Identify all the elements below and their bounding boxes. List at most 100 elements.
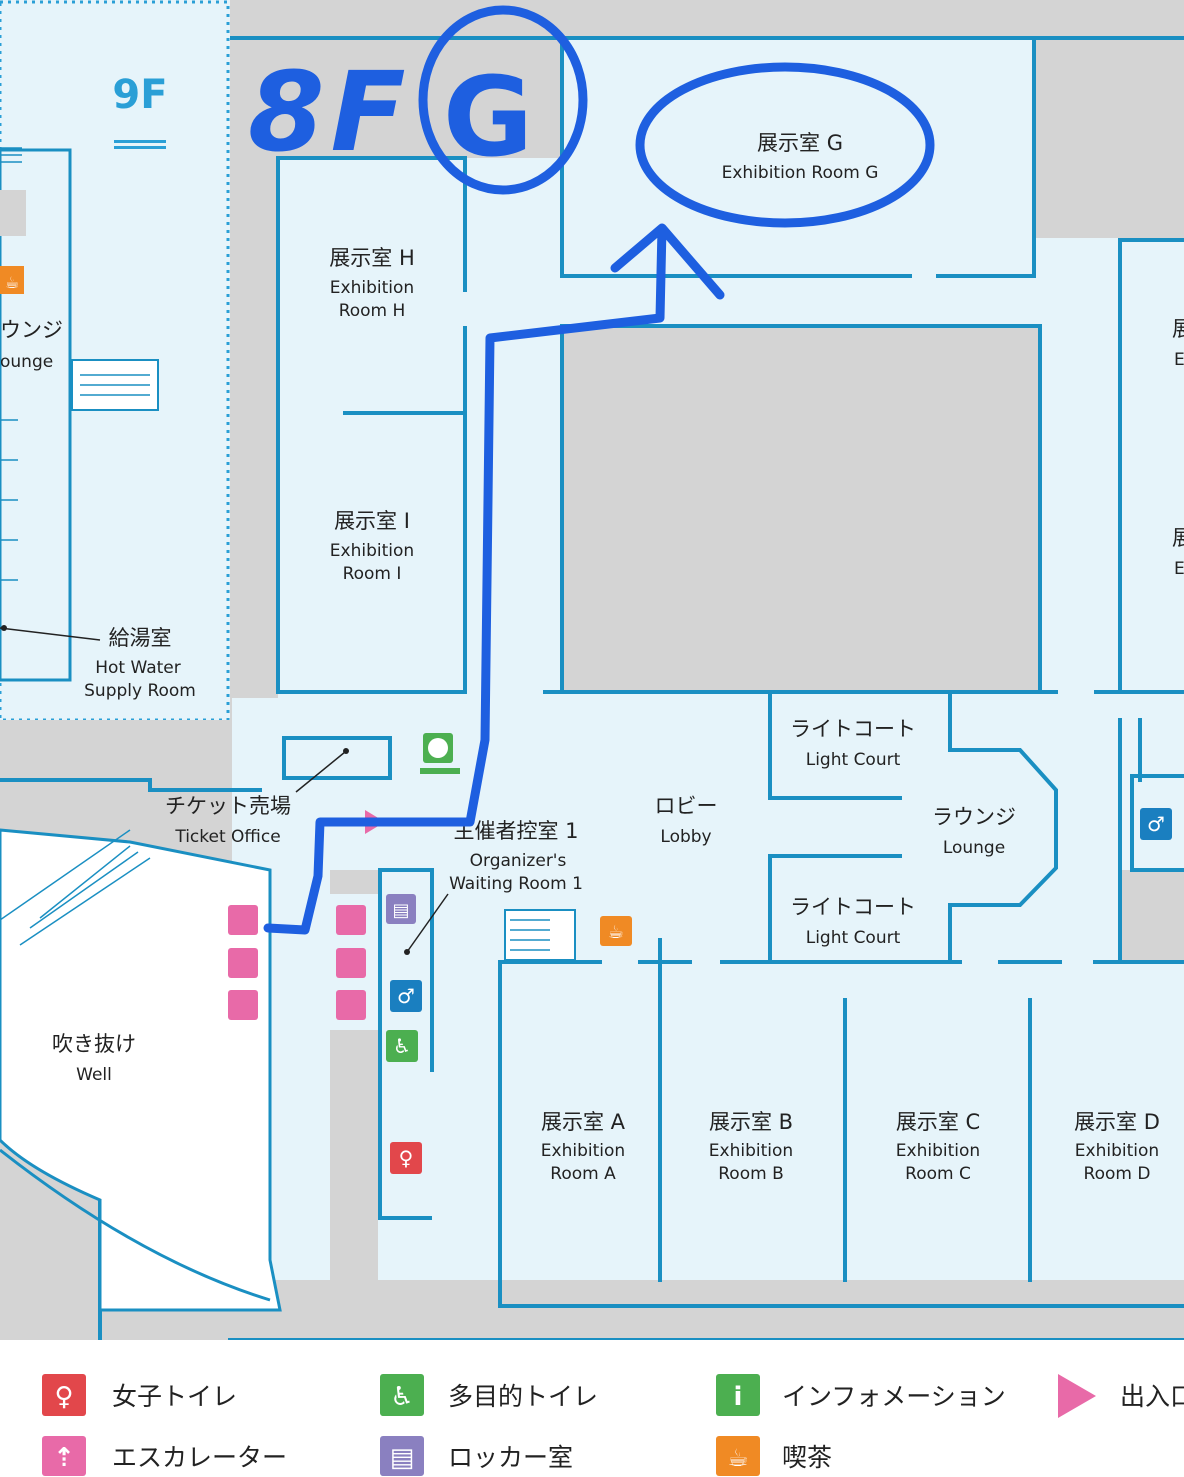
cafe-glyph: ☕ <box>5 273 19 292</box>
information-icon <box>716 1374 760 1416</box>
lounge-jp: ラウンジ <box>932 805 1016 829</box>
locker-glyph: ▤ <box>390 1443 415 1473</box>
room-c-jp: 展示室 C <box>896 1110 980 1134</box>
edge-room-en: E <box>1174 350 1184 370</box>
handwritten-floor-label: 8F <box>248 48 412 176</box>
room-b-jp: 展示室 B <box>709 1110 793 1134</box>
map-icons <box>228 733 1172 1174</box>
legend-label: ロッカー室 <box>448 1443 573 1472</box>
entrance-arrow-icon <box>1058 1374 1096 1418</box>
edge-room-jp: 展 <box>1172 317 1184 341</box>
room-i-en2: Room I <box>343 564 402 584</box>
circle-around-g <box>418 5 588 195</box>
hot-water-jp: 給湯室 <box>109 626 172 650</box>
locker-icon <box>386 894 416 924</box>
nine-f-label: 9F <box>112 72 167 118</box>
well-area <box>0 828 378 1312</box>
escalator-glyph: ⇡ <box>53 1443 75 1473</box>
room-g-jp: 展示室 G <box>757 131 843 155</box>
legend-label: 出入口 <box>1120 1382 1184 1411</box>
room-b-en1: Exhibition <box>709 1141 793 1161</box>
legend-label: インフォメーション <box>782 1382 1006 1411</box>
lobby-en: Lobby <box>660 827 711 847</box>
organizer-room-en2: Waiting Room 1 <box>449 874 583 894</box>
room-a-en1: Exhibition <box>541 1141 625 1161</box>
male-toilet-icon <box>1140 808 1172 840</box>
female-toilet-icon <box>390 1142 422 1174</box>
room-labels: 展示室 G Exhibition Room G 展示室 H Exhibition… <box>0 131 1184 1184</box>
light-court-2-en: Light Court <box>806 928 901 948</box>
female-glyph: ♀ <box>54 1382 73 1412</box>
room-a-jp: 展示室 A <box>541 1110 626 1134</box>
hot-water-en1: Hot Water <box>95 658 181 678</box>
light-court-2-jp: ライトコート <box>790 895 916 919</box>
organizer-room-en1: Organizer's <box>470 851 567 871</box>
eight-f-floor <box>0 38 1184 1340</box>
room-b-en2: Room B <box>718 1164 783 1184</box>
room-i-en1: Exhibition <box>330 541 414 561</box>
handwritten-target-letter: G <box>443 53 533 181</box>
legend-background <box>0 1340 1184 1477</box>
lounge-9f-jp: ウンジ <box>0 318 63 342</box>
male-glyph: ♂ <box>397 984 415 1008</box>
room-c-en1: Exhibition <box>896 1141 980 1161</box>
accessible-glyph: ♿ <box>390 1382 413 1412</box>
well-jp: 吹き抜け <box>52 1032 136 1056</box>
escalator-icon <box>228 905 258 935</box>
room-c-en2: Room C <box>905 1164 971 1184</box>
accessible-toilet-icon <box>380 1374 424 1416</box>
legend-label: エスカレーター <box>112 1443 287 1472</box>
cafe-icon <box>716 1436 760 1476</box>
escalator-icon <box>336 990 366 1020</box>
legend-label: 喫茶 <box>782 1443 832 1472</box>
escalator-icon <box>42 1436 86 1476</box>
edge-room-en-2: E <box>1174 559 1184 579</box>
room-g-en: Exhibition Room G <box>722 163 879 183</box>
escalator-icon <box>336 905 366 935</box>
ticket-office-jp: チケット売場 <box>165 794 291 818</box>
legend-label: 多目的トイレ <box>448 1382 598 1411</box>
escalator-icon <box>228 948 258 978</box>
info-glyph: i <box>435 739 441 760</box>
escalator-icon <box>228 990 258 1020</box>
male-toilet-icon <box>390 980 422 1012</box>
escalator-stairs <box>0 829 151 946</box>
lobby-jp: ロビー <box>655 794 718 818</box>
lounge-9f-en: ounge <box>0 352 53 372</box>
room-h-en2: Room H <box>339 301 406 321</box>
room-h-jp: 展示室 H <box>329 246 414 270</box>
room-d-en1: Exhibition <box>1075 1141 1159 1161</box>
lounge-en: Lounge <box>943 838 1005 858</box>
female-toilet-icon <box>42 1374 86 1416</box>
room-d-en2: Room D <box>1084 1164 1151 1184</box>
circle-around-room-g <box>635 62 935 228</box>
legend: 女子トイレ 多目的トイレ インフォメーション 出入口 エスカレーター ロッカー室… <box>42 1374 1184 1476</box>
hot-water-en2: Supply Room <box>84 681 196 701</box>
legend-label: 女子トイレ <box>112 1382 237 1411</box>
ticket-office-en: Ticket Office <box>174 827 280 847</box>
route-arrow <box>263 223 725 935</box>
cafe-icon <box>0 266 24 294</box>
central-void <box>560 324 1042 694</box>
nine-f-panel <box>0 0 230 722</box>
cafe-glyph: ☕ <box>727 1444 749 1472</box>
locker-icon <box>380 1436 424 1476</box>
male-glyph: ♂ <box>1147 812 1165 836</box>
light-court-1-jp: ライトコート <box>790 717 916 741</box>
handwritten-annotations: 8F G <box>248 5 935 935</box>
escalator-icon <box>336 948 366 978</box>
accessible-toilet-icon <box>386 1030 418 1062</box>
edge-room-jp-2: 展 <box>1172 526 1184 550</box>
room-h-en1: Exhibition <box>330 278 414 298</box>
room-d-jp: 展示室 D <box>1074 1110 1160 1134</box>
room-i-jp: 展示室 I <box>334 509 410 533</box>
light-court-1-en: Light Court <box>806 750 901 770</box>
well-en: Well <box>76 1065 112 1085</box>
cafe-glyph: ☕ <box>608 922 624 943</box>
room-a-en2: Room A <box>550 1164 616 1184</box>
stairs <box>504 909 576 961</box>
cafe-icon <box>600 916 632 946</box>
locker-glyph: ▤ <box>392 900 409 921</box>
info-glyph: i <box>734 1382 743 1412</box>
